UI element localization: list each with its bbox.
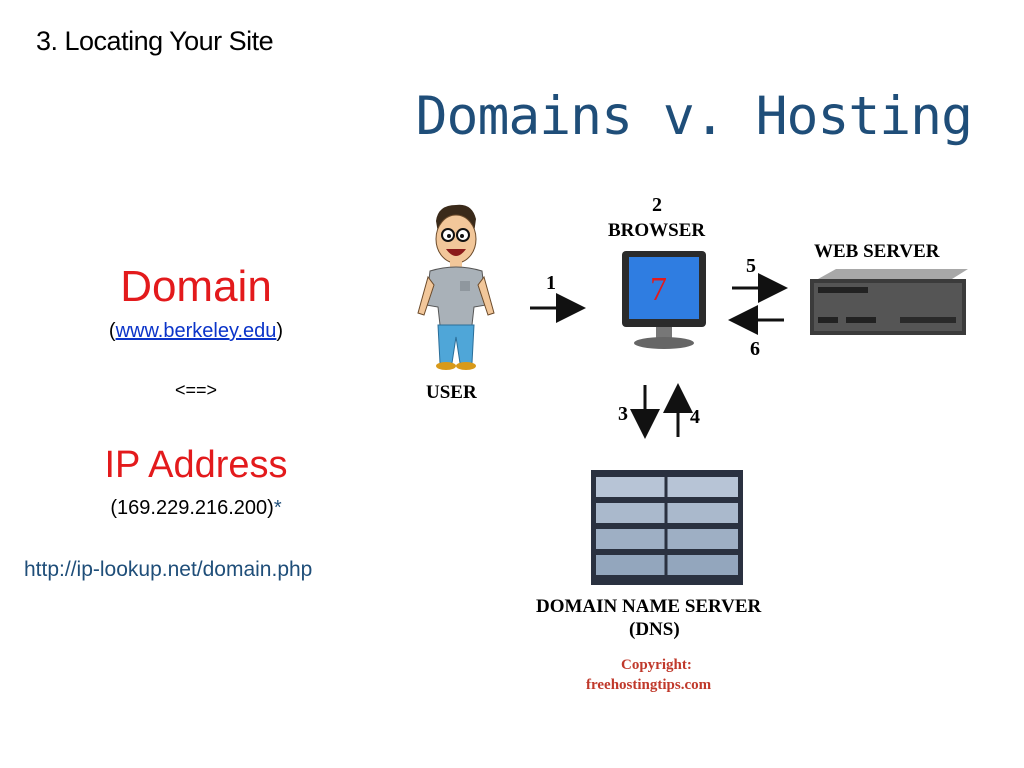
dns-label-line2: (DNS): [629, 619, 680, 640]
domain-link[interactable]: www.berkeley.edu: [115, 320, 277, 342]
dns-diagram: USER 1 2 BROWSER 7 5 6 WEB SERVER 3 4: [417, 194, 968, 693]
equivalence-arrow: <==>: [174, 380, 218, 400]
footnote-star: *: [273, 497, 282, 519]
browser-label: BROWSER: [608, 220, 705, 241]
copyright-line1: Copyright:: [621, 657, 692, 673]
paren-close: ): [276, 320, 284, 342]
step-6: 6: [750, 338, 760, 360]
step-4: 4: [690, 406, 700, 428]
user-icon: [417, 204, 495, 370]
step-1: 1: [546, 272, 556, 294]
paren-open: (: [108, 320, 116, 342]
step-7: 7: [650, 271, 667, 308]
user-label: USER: [426, 382, 477, 403]
copyright-line2: freehostingtips.com: [586, 677, 712, 693]
web-server-label: WEB SERVER: [814, 241, 940, 262]
domain-url-line: (www.berkeley.edu): [0, 320, 392, 343]
slide-title: Domains v. Hosting: [415, 86, 973, 147]
domain-label: Domain: [120, 262, 272, 311]
ip-address-label: IP Address: [104, 444, 288, 486]
step-5: 5: [746, 255, 756, 277]
monitor-icon: [622, 251, 706, 349]
lookup-url[interactable]: http://ip-lookup.net/domain.php: [24, 558, 313, 581]
dns-label-line1: DOMAIN NAME SERVER: [536, 596, 762, 617]
dns-server-icon: [591, 470, 743, 585]
step-3: 3: [618, 403, 628, 425]
web-server-icon: [810, 269, 968, 335]
step-2: 2: [652, 194, 662, 216]
ip-value-text: (169.229.216.200): [110, 497, 274, 519]
ip-address-value: (169.229.216.200)*: [0, 497, 392, 520]
section-heading: 3. Locating Your Site: [36, 26, 274, 56]
